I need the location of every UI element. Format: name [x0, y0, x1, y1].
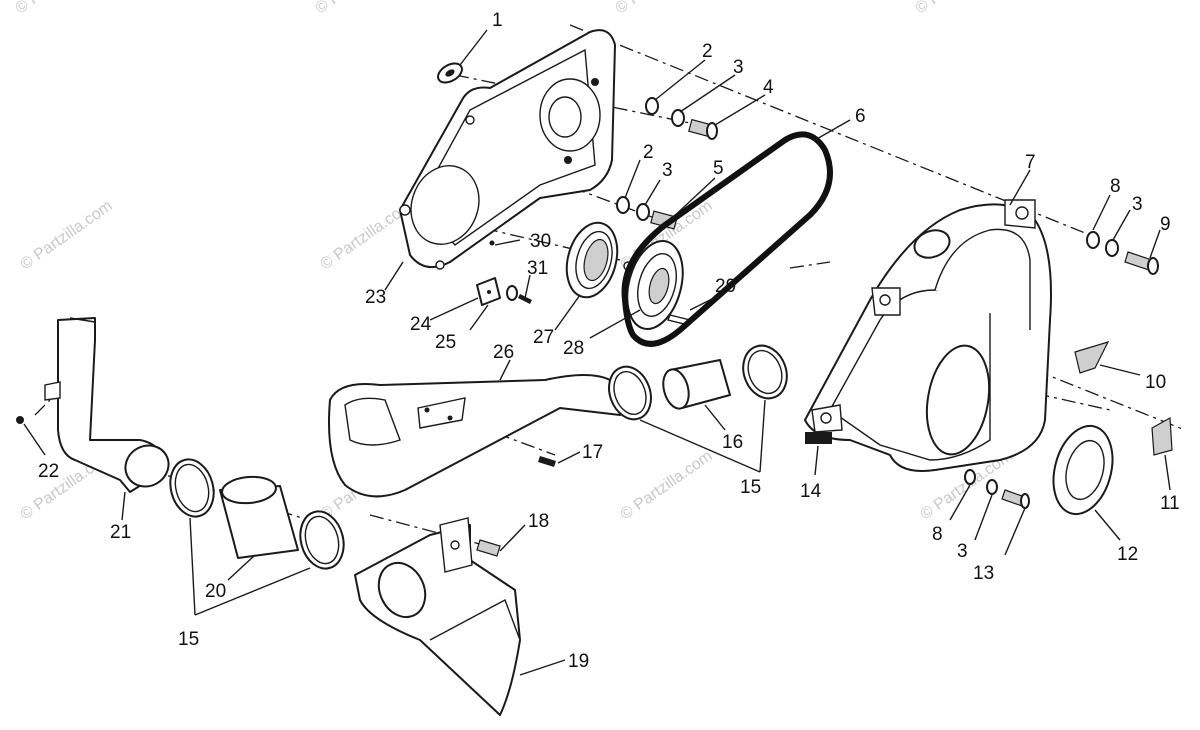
callout-22: 22	[38, 461, 59, 482]
callout-2: 2	[643, 142, 654, 163]
leader-lines	[23, 29, 1171, 676]
callout-16: 16	[722, 432, 743, 453]
decal-10	[1074, 341, 1110, 374]
callout-15: 15	[740, 477, 761, 498]
outer-cover-7	[804, 199, 1052, 472]
watermark: © Partzilla.com	[613, 0, 711, 17]
callout-15: 15	[178, 629, 199, 650]
watermark: © Partzilla.com	[618, 448, 716, 524]
callout-17: 17	[582, 442, 603, 463]
screw-18	[476, 539, 501, 557]
callout-29: 29	[715, 276, 736, 297]
fastener-14	[805, 432, 832, 444]
callout-3: 3	[733, 57, 744, 78]
lower-duct-19	[354, 517, 521, 716]
callout-19: 19	[568, 651, 589, 672]
washer-1	[437, 62, 463, 84]
watermark: © Partzilla.com	[313, 0, 411, 17]
callout-12: 12	[1117, 544, 1138, 565]
callout-11: 11	[1160, 493, 1180, 514]
hardware-8-3-13	[964, 469, 1030, 509]
inner-cover-23	[399, 29, 616, 270]
sleeve-20	[219, 475, 299, 559]
callout-24: 24	[410, 314, 432, 335]
callout-14: 14	[800, 481, 822, 502]
screw-17	[538, 456, 556, 467]
callout-30: 30	[530, 231, 551, 252]
callout-10: 10	[1145, 372, 1166, 393]
left-duct-21	[44, 317, 170, 493]
hardware-2-3-4	[616, 97, 718, 230]
callout-28: 28	[563, 338, 584, 359]
callout-25: 25	[435, 332, 456, 353]
bracket-24	[476, 277, 532, 306]
disc-12	[1052, 424, 1114, 516]
callout-4: 4	[763, 77, 774, 98]
callout-3: 3	[1132, 194, 1143, 215]
watermark: © Partzilla.com	[18, 198, 116, 274]
callout-21: 21	[110, 522, 131, 543]
bearing-plate-28	[623, 240, 691, 330]
callout-3: 3	[957, 541, 968, 562]
drive-belt-6	[621, 131, 833, 347]
sleeve-16	[662, 359, 731, 410]
callout-6: 6	[855, 106, 866, 127]
callout-5: 5	[713, 158, 724, 179]
decal-11	[1151, 417, 1173, 456]
watermark: © Partzilla.com	[13, 0, 111, 17]
callout-8: 8	[1110, 176, 1121, 197]
callout-13: 13	[973, 563, 994, 584]
clamps-15-upper	[608, 344, 788, 421]
seal-27	[565, 221, 619, 299]
callout-3: 3	[662, 160, 673, 181]
callout-18: 18	[528, 511, 549, 532]
callout-labels: 1 2 3 4 2 3 5 6 7 8 3 9 10 11 12 13 3 8 …	[38, 10, 1180, 672]
screw-22	[16, 416, 24, 424]
callout-1: 1	[492, 10, 503, 31]
hardware-8-3-9	[1086, 231, 1159, 275]
callout-7: 7	[1025, 152, 1036, 173]
intake-duct-26	[328, 374, 641, 498]
callout-23: 23	[365, 287, 386, 308]
callout-8: 8	[932, 524, 943, 545]
callout-27: 27	[533, 327, 554, 348]
watermark: © Partzilla.com	[913, 0, 1011, 17]
callout-26: 26	[493, 342, 514, 363]
callout-9: 9	[1160, 214, 1171, 235]
clamps-15-lower	[169, 458, 345, 570]
callout-2: 2	[702, 41, 713, 62]
callout-31: 31	[527, 258, 548, 279]
callout-20: 20	[205, 581, 226, 602]
